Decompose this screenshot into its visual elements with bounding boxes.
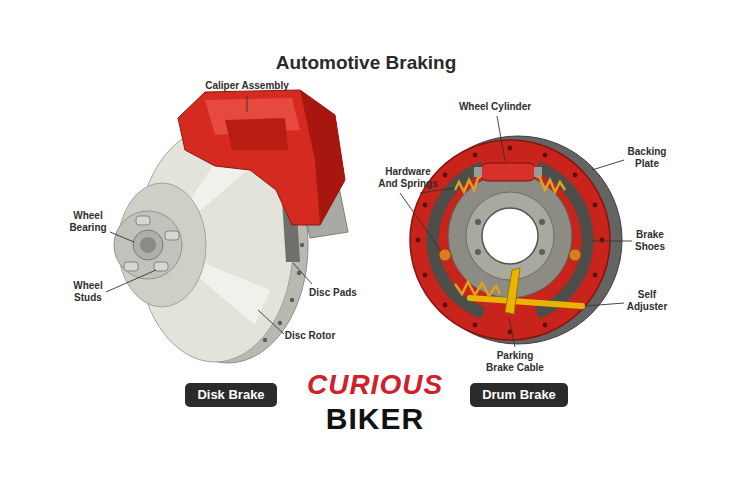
brake-type-badge: Disk Brake [185,383,277,407]
badge-text: Disk Brake [197,387,264,402]
part-label: Brake Shoes [625,229,675,253]
leader-lines [106,96,632,347]
brake-type-badge: Drum Brake [470,383,568,407]
part-label: Backing Plate [622,146,672,170]
watermark: CURIOUS [290,370,460,401]
badge-text: Drum Brake [482,387,556,402]
diagram-title: Automotive Braking [0,52,732,74]
part-label: Hardware And Springs [378,166,438,190]
part-label: Wheel Cylinder [455,101,535,113]
part-label: Disc Rotor [280,330,340,342]
part-label: Wheel Studs [68,280,108,304]
watermark: BIKER [290,402,460,435]
drum-brake-drawing [410,136,622,344]
part-label: Parking Brake Cable [485,350,545,374]
part-label: Self Adjuster [622,289,672,313]
part-label: Wheel Bearing [58,210,118,234]
part-label: Disc Pads [303,287,363,299]
part-label: Caliper Assembly [197,80,297,92]
disc-brake-drawing [114,90,348,363]
